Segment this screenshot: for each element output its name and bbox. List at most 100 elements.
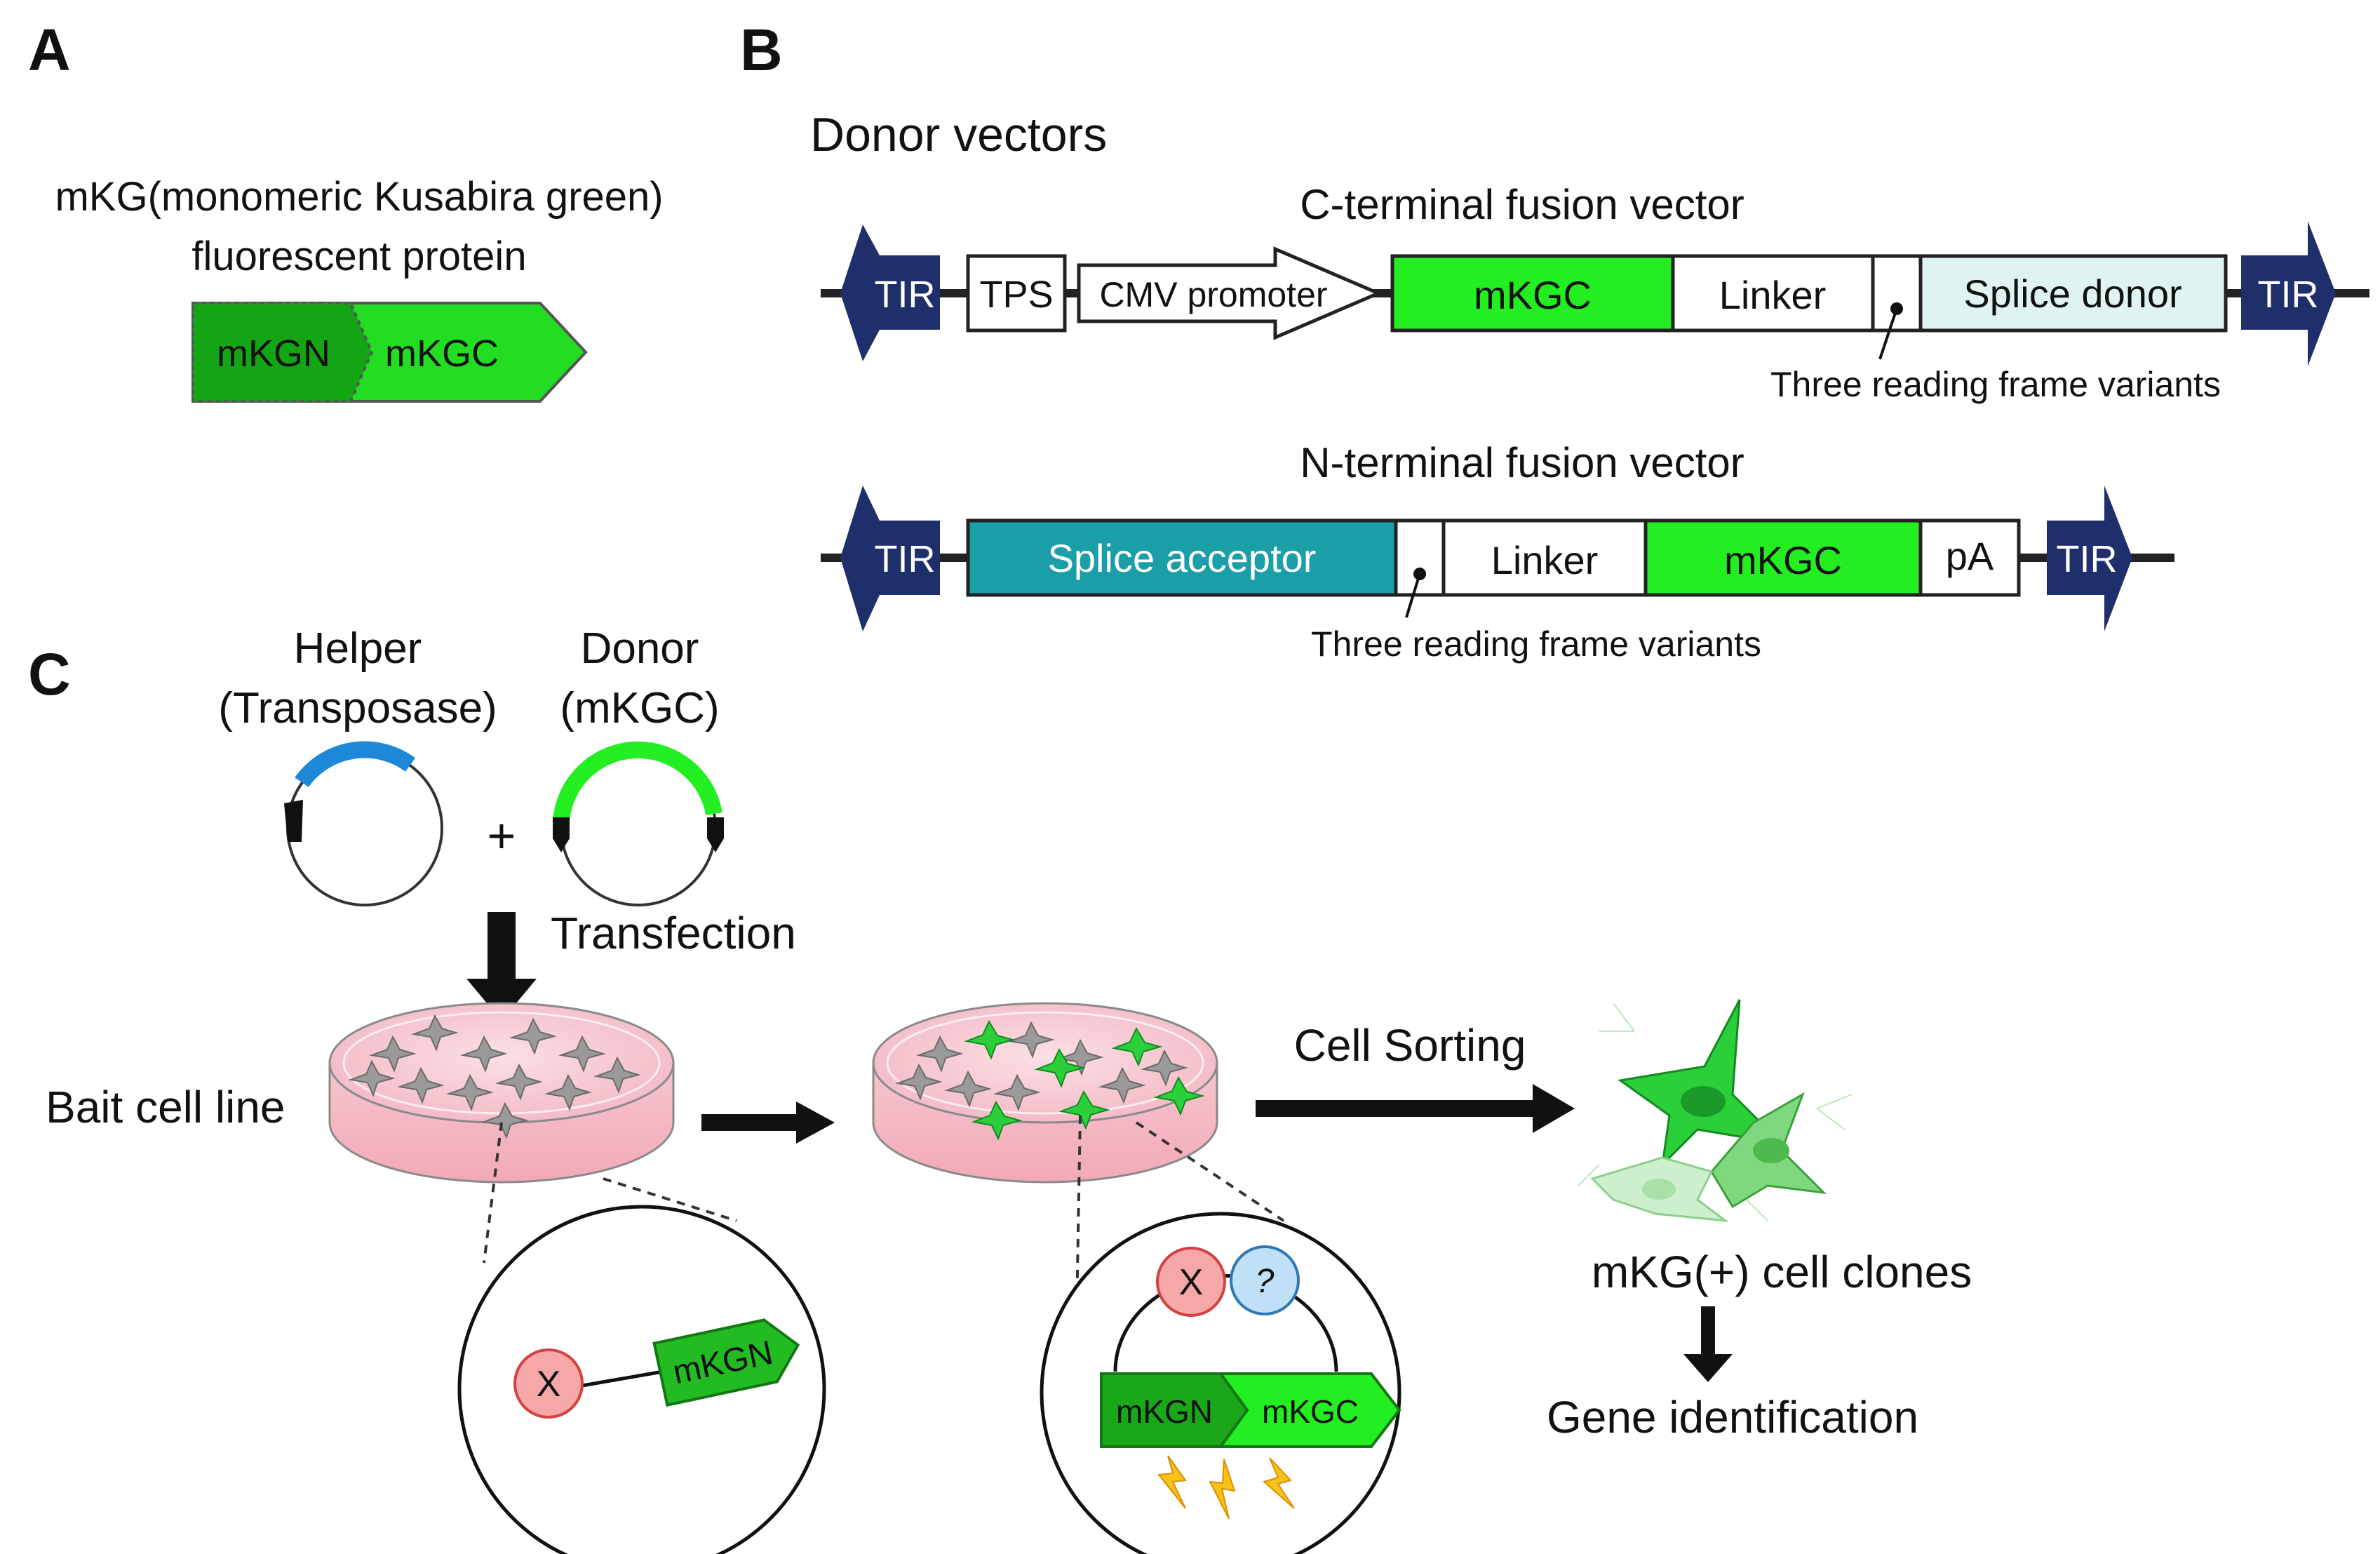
panel-a-mkgc-label: mKGC [385,333,499,375]
sorting-arrow-icon [1256,1084,1575,1133]
transfection-label: Transfection [551,908,796,958]
tir-arrow-icon [2047,485,2132,631]
gene-identification-label: Gene identification [1547,1392,1918,1442]
n-tir-left-label: TIR [875,538,936,580]
c-tir-right: TIR [2241,221,2336,366]
split-mkg-protein: mKGN mKGC [191,302,588,403]
n-mkgc-label: mKGC [1724,538,1842,582]
c-tps-label: TPS [979,274,1053,316]
panel-label-a: A [28,17,71,83]
c-vector-title: C-terminal fusion vector [1300,181,1744,228]
panel-label-b: B [740,17,783,83]
bait-cell-line-label: Bait cell line [46,1082,285,1132]
bait-protein-x [513,1348,584,1419]
c-splice-donor-box [1918,254,2228,333]
c-tir-left: TIR [840,225,940,361]
c-tps-box [966,254,1067,333]
lightning-icon [1209,1459,1236,1520]
plus-sign: + [488,808,516,863]
transfection-arrow-icon [466,912,537,1021]
c-tir-left-label: TIR [875,274,936,316]
n-linker-label: Linker [1491,538,1599,582]
panel-a: mKG(monomeric Kusabira green) fluorescen… [55,174,664,403]
n-splice-acceptor-label: Splice acceptor [1048,536,1317,580]
panel-a-title-line1: mKG(monomeric Kusabira green) [55,174,663,220]
inset1-tether [581,1369,664,1388]
n-pa-box [1918,518,2021,597]
dish2-rim [886,1011,1204,1115]
panel-a-title-line2: fluorescent protein [191,234,526,279]
c-tir-right-label: TIR [2258,274,2319,316]
n-tir-left: TIR [840,485,940,631]
transfected-petri-dish [872,1002,1218,1184]
c-linker-box [1671,254,1875,333]
inset2-circle: X ? mKGN mKGC [1040,1212,1401,1554]
n-frame-pointer [1405,573,1421,618]
inset1-x-label: X [537,1364,561,1405]
bait-petri-dish [328,1002,675,1184]
c-frame-pointer [1878,308,1898,360]
inset2-tether-arc [1113,1274,1338,1372]
inset1-zoom-line-left [483,1122,503,1264]
donor-vectors-heading: Donor vectors [810,108,1107,161]
donor-plasmid [553,741,724,906]
cmv-promoter-arrow [1077,246,1383,340]
c-linker-label: Linker [1719,273,1827,317]
cell-nucleus [1681,1086,1726,1117]
sorted-green-cells [1578,999,1853,1223]
lightning-icon [1157,1455,1187,1509]
n-vector-title: N-terminal fusion vector [1300,439,1744,486]
donor-label-line2: (mKGC) [560,684,719,732]
inset2-x-label: X [1179,1262,1204,1303]
cell-nucleus [1642,1179,1676,1200]
inset2-mkgn-label: mKGN [1116,1393,1213,1430]
n-pa-label: pA [1946,534,1994,578]
c-frame-box [1871,254,1923,333]
n-tir-right: TIR [2047,485,2132,631]
inset1-zoom-line-right [603,1177,737,1222]
donor-tir-mark-left [553,817,570,852]
panel-a-mkgn-label: mKGN [217,333,330,375]
panel-c: Helper (Transposase) + Donor (mKGC) Tran… [46,624,1972,1554]
n-mkgc-box [1643,518,1923,597]
inset2-mkgn-shape [1100,1372,1249,1448]
lightning-icon [1262,1457,1295,1509]
mkgc-arc [553,741,722,822]
inset2-zoom-line-left [1075,1115,1082,1313]
donor-label-line1: Donor [581,624,699,673]
cell-nucleus [1753,1138,1789,1163]
panel-label-c: C [28,641,71,707]
transposase-arc [295,741,416,788]
dish-top [328,1002,675,1124]
n-frame-note: Three reading frame variants [1311,624,1761,664]
cell-filopodia [1578,1003,1853,1221]
n-tir-right-label: TIR [2057,538,2118,580]
arrow-icon [701,1101,835,1144]
n-frame-box [1394,518,1446,597]
inset1-circle: X mKGN [457,1205,826,1554]
c-mkgc-label: mKGC [1474,273,1592,317]
tir-arrow-icon [840,485,940,631]
inset2-q-label: ? [1256,1263,1275,1300]
prey-protein-q [1230,1245,1300,1315]
helper-label-line1: Helper [294,624,422,673]
down-arrow-icon [1683,1306,1733,1382]
cell-sorting-label: Cell Sorting [1294,1020,1526,1071]
bait-protein-x [1156,1247,1226,1317]
tir-arrow-icon [840,225,940,361]
inset2-mkgc-label: mKGC [1262,1393,1359,1430]
helper-promoter-mark [284,800,303,842]
mkgn-shape [191,302,374,403]
tir-arrow-icon [2241,221,2336,366]
inset1-mkgn: mKGN [652,1318,800,1407]
donor-tir-mark-right [707,817,724,852]
c-frame-note: Three reading frame variants [1770,365,2221,404]
zoom-inset-icon [457,1205,826,1554]
panel-b: Donor vectors C-terminal fusion vector T… [810,108,2369,664]
c-promoter-label: CMV promoter [1099,275,1327,314]
c-splice-donor-label: Splice donor [1963,272,2181,316]
helper-label-line2: (Transposase) [218,684,497,732]
helper-plasmid [284,741,443,906]
clones-label: mKG(+) cell clones [1592,1247,1972,1297]
